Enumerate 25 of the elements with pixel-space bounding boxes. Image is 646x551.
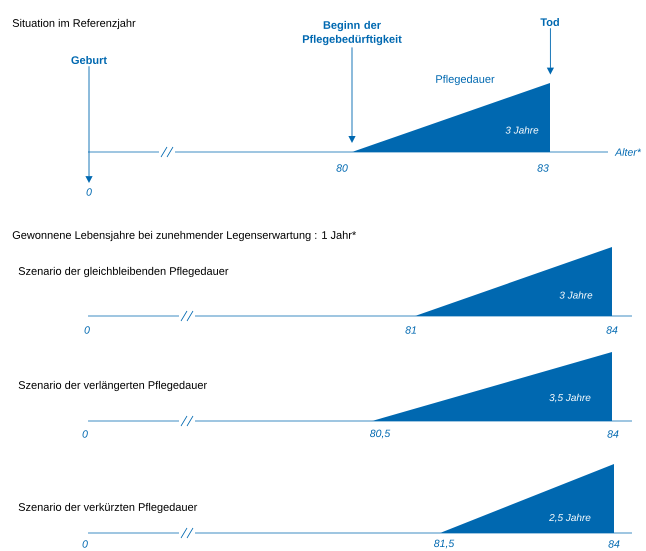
event-label: Tod [540,18,559,26]
tick-label: 0 [84,326,90,334]
section-title: Gewonnene Lebensjahre bei zunehmender Legenserwartung : 1 Jahr* [12,230,356,242]
tick-label: 81,5 [434,540,454,548]
duration-label: 3,5 Jahre [549,394,590,402]
tick-label: 0 [82,540,88,548]
duration-label: 3 Jahre [506,126,538,134]
tick-label: 81 [405,326,416,334]
event-label: Beginn der Pflegebedürftigkeit [302,20,402,46]
axis-label: Alter* [614,148,642,156]
scenario-title: Szenario der gleichbleibenden Pflegedauer [18,266,228,278]
scenario-title: Szenario der verlängerten Pflegedauer [18,380,207,392]
tick-label: 0 [82,430,88,438]
tick-label: 84 [606,326,618,334]
duration-label: 2,5 Jahre [549,514,590,522]
tick-label: 0 [86,188,92,196]
scenario-title: Szenario der verkürzten Pflegedauer [18,502,198,514]
event-label: Geburt [71,56,107,64]
section-title: Situation im Referenzjahr [12,18,136,30]
tick-label: 84 [607,430,618,438]
duration-caption: Pflegedauer [436,74,494,86]
tick-label: 84 [608,540,620,548]
tick-label: 80 [336,164,348,172]
tick-label: 83 [537,164,549,172]
duration-label: 3 Jahre [560,291,592,299]
